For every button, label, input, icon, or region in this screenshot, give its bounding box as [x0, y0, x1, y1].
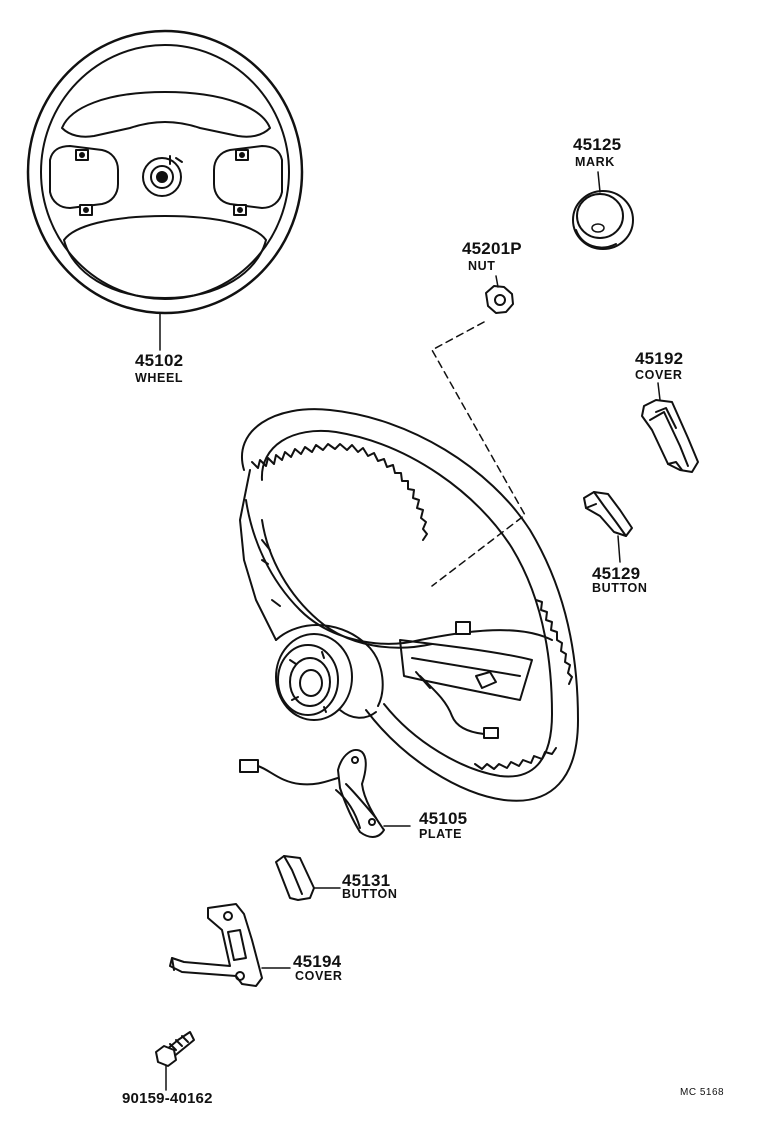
part-number-mark: 45125 [573, 135, 622, 154]
part-number-wheel: 45102 [135, 351, 184, 370]
horn-button-upper [584, 492, 632, 562]
horn-button-lower [276, 856, 340, 900]
part-number-button-upper: 45129 [592, 564, 641, 583]
horn-cover-lower [170, 904, 290, 986]
part-name-cover-upper: COVER [635, 368, 683, 382]
part-number-nut: 45201P [462, 239, 522, 258]
catalog-code: MC 5168 [680, 1087, 725, 1098]
screw-bolt [156, 1032, 194, 1090]
part-name-cover-lower: COVER [295, 969, 343, 983]
steering-wheel-rear-view [240, 409, 578, 801]
part-number-plate: 45105 [419, 809, 468, 828]
steering-wheel-front-view [28, 31, 302, 350]
part-name-mark: MARK [575, 155, 615, 169]
horn-cover-upper [642, 383, 698, 472]
part-name-button-lower: BUTTON [342, 887, 398, 901]
part-name-plate: PLATE [419, 827, 463, 841]
part-name-wheel: WHEEL [135, 371, 184, 385]
horn-mark-emblem [573, 172, 633, 249]
part-number-cover-upper: 45192 [635, 349, 684, 368]
horn-contact-plate [240, 750, 410, 837]
part-number-button-lower: 45131 [342, 871, 391, 890]
part-number-bolt: 90159-40162 [122, 1090, 213, 1107]
steering-nut [432, 276, 525, 586]
part-name-button-upper: BUTTON [592, 581, 648, 595]
part-name-nut: NUT [468, 259, 496, 273]
part-number-cover-lower: 45194 [293, 952, 342, 971]
